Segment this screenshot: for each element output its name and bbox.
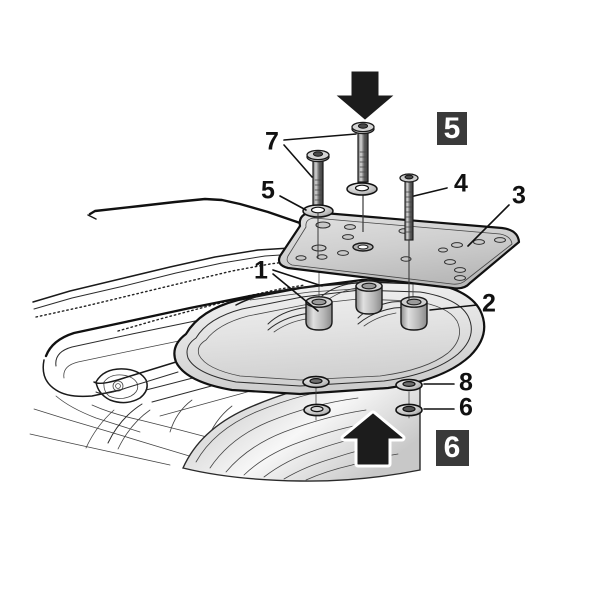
step-badge-5-label: 5 <box>444 112 461 145</box>
callout-label-2: 2 <box>482 290 496 318</box>
mounting-plate <box>277 210 521 290</box>
washers <box>302 182 423 417</box>
bushing-mid <box>355 280 383 315</box>
callout-label-5: 5 <box>261 177 275 205</box>
callout-labels: 7 5 4 3 1 2 8 6 <box>254 128 526 422</box>
leader-lines <box>272 133 510 410</box>
screw-right <box>399 173 419 300</box>
leader-7b <box>283 144 313 178</box>
washer-lower-left-6 <box>303 403 331 417</box>
leader-3 <box>467 204 510 247</box>
callout-label-6: 6 <box>459 394 473 422</box>
washer-lower-right-8 <box>395 378 423 392</box>
bushing-left <box>305 296 333 331</box>
step-badge-5: 5 <box>437 112 467 145</box>
step-badge-6-label: 6 <box>444 431 461 464</box>
bolt-left <box>306 149 330 207</box>
leader-1b <box>272 273 319 312</box>
down-arrow <box>336 71 394 120</box>
washer-left-5 <box>302 204 334 258</box>
step-badge-6: 6 <box>436 430 469 466</box>
callout-label-3: 3 <box>512 182 526 210</box>
washer-center-5 <box>346 182 378 196</box>
leader-2 <box>429 304 478 311</box>
fasteners <box>306 121 419 300</box>
washer-lower-right-6 <box>395 403 423 417</box>
washer-lower-left-8 <box>302 375 330 389</box>
callout-label-7: 7 <box>265 128 279 156</box>
bushing-right <box>400 296 428 331</box>
spacer-bushings <box>305 280 428 331</box>
callout-label-4: 4 <box>454 170 468 198</box>
leader-7a <box>283 133 357 141</box>
up-arrow <box>340 410 406 468</box>
leader-4 <box>413 187 448 197</box>
callout-label-1: 1 <box>254 257 268 285</box>
callout-label-8: 8 <box>459 369 473 397</box>
leader-5 <box>279 195 307 211</box>
leader-1a <box>272 269 323 287</box>
bolt-center <box>351 121 375 232</box>
